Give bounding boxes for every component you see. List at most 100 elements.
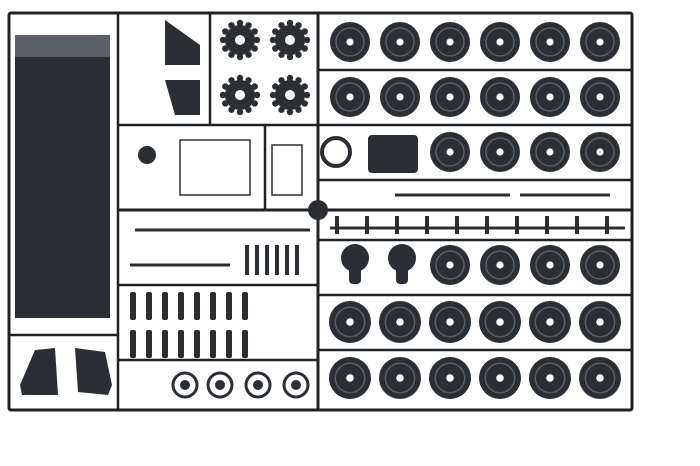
- fender-part: [75, 348, 112, 395]
- wheel-rim: [435, 250, 465, 280]
- return-wheel: [171, 371, 199, 399]
- wheel-hub: [496, 318, 504, 326]
- wheel-hub: [596, 38, 604, 46]
- suspension-arm: [242, 330, 248, 358]
- sprocket: [269, 19, 311, 61]
- wheel-rim: [484, 306, 516, 338]
- small-part: [425, 216, 429, 234]
- hull-panel-edge: [15, 35, 110, 57]
- suspension-arm: [162, 292, 168, 320]
- wheel-rim: [584, 362, 616, 394]
- wheel-rim: [334, 362, 366, 394]
- small-part: [515, 216, 519, 234]
- wheel-hub: [546, 93, 554, 101]
- sprocket: [269, 74, 311, 116]
- idler-arm: [396, 262, 408, 284]
- sprocket-tooth: [236, 53, 244, 61]
- wheel-hub: [496, 93, 504, 101]
- sprocket-tooth: [303, 36, 311, 44]
- small-part: [485, 216, 489, 234]
- sprocket-tooth: [219, 91, 227, 99]
- wheel-rim: [534, 306, 566, 338]
- wheel-hub: [346, 93, 354, 101]
- return-wheel: [206, 371, 234, 399]
- suspension-arm: [130, 292, 136, 320]
- small-part: [265, 245, 269, 275]
- sprocket-tooth: [253, 36, 261, 44]
- wheel-rim: [535, 27, 565, 57]
- wheel-rim: [435, 27, 465, 57]
- wheel-rim: [335, 27, 365, 57]
- suspension-arm: [210, 292, 216, 320]
- wedge-part: [165, 80, 200, 115]
- wheel-hub: [596, 374, 604, 382]
- wheel-hub: [396, 38, 404, 46]
- suspension-arm: [162, 330, 168, 358]
- wheel-rim: [435, 137, 465, 167]
- sprocket-tooth: [303, 91, 311, 99]
- wheel-hub: [446, 93, 454, 101]
- wheel-hub: [346, 38, 354, 46]
- ring-part: [320, 136, 352, 168]
- sprue-parts: [15, 19, 625, 399]
- small-part: [365, 216, 369, 234]
- wheel-hub: [396, 93, 404, 101]
- return-wheel: [244, 371, 272, 399]
- wheel-rim: [535, 137, 565, 167]
- small-part: [245, 245, 249, 275]
- suspension-arm: [226, 330, 232, 358]
- wheel-rim: [485, 250, 515, 280]
- wheel-rim: [434, 306, 466, 338]
- small-part: [285, 245, 289, 275]
- wheel-hub: [346, 318, 354, 326]
- sprocket-tooth: [236, 74, 244, 82]
- small-part: [575, 216, 579, 234]
- sprocket-tooth: [253, 91, 261, 99]
- return-wheel: [282, 371, 310, 399]
- wheel-hub: [596, 93, 604, 101]
- detail-frame: [271, 144, 303, 196]
- wheel-rim: [484, 362, 516, 394]
- wedge-part: [165, 20, 200, 65]
- wheel-rim: [385, 82, 415, 112]
- return-wheel-hub: [253, 380, 263, 390]
- sprue-gate: [308, 200, 328, 220]
- wheel-hub: [446, 374, 454, 382]
- suspension-arm: [146, 330, 152, 358]
- wheel-rim: [584, 306, 616, 338]
- sprocket-tooth: [286, 19, 294, 27]
- wheel-hub: [446, 261, 454, 269]
- wheel-rim: [335, 82, 365, 112]
- small-part: [275, 245, 279, 275]
- wheel-rim: [384, 362, 416, 394]
- return-wheel-hub: [215, 380, 225, 390]
- wheel-hub: [446, 318, 454, 326]
- wheel-rim: [585, 27, 615, 57]
- wheel-rim: [485, 137, 515, 167]
- return-wheel-hub: [180, 380, 190, 390]
- wheel-rim: [384, 306, 416, 338]
- wheel-hub: [446, 38, 454, 46]
- small-part: [545, 216, 549, 234]
- wheel-hub: [596, 148, 604, 156]
- idler-arm: [349, 262, 361, 284]
- suspension-arm: [178, 330, 184, 358]
- suspension-arm: [226, 292, 232, 320]
- hull-panel: [15, 35, 110, 318]
- wheel-rim: [385, 27, 415, 57]
- wheel-rim: [485, 27, 515, 57]
- small-part: [395, 216, 399, 234]
- wheel-rim: [585, 137, 615, 167]
- wheel-rim: [534, 362, 566, 394]
- wheel-hub: [396, 374, 404, 382]
- sprocket-tooth: [286, 53, 294, 61]
- idler-part: [341, 244, 369, 272]
- sprocket: [219, 74, 261, 116]
- box-part: [368, 135, 418, 173]
- sprocket-tooth: [236, 19, 244, 27]
- suspension-arm: [130, 330, 136, 358]
- idler-part: [388, 244, 416, 272]
- wheel-hub: [496, 261, 504, 269]
- sprocket-hub: [285, 35, 295, 45]
- fender-part: [20, 348, 58, 395]
